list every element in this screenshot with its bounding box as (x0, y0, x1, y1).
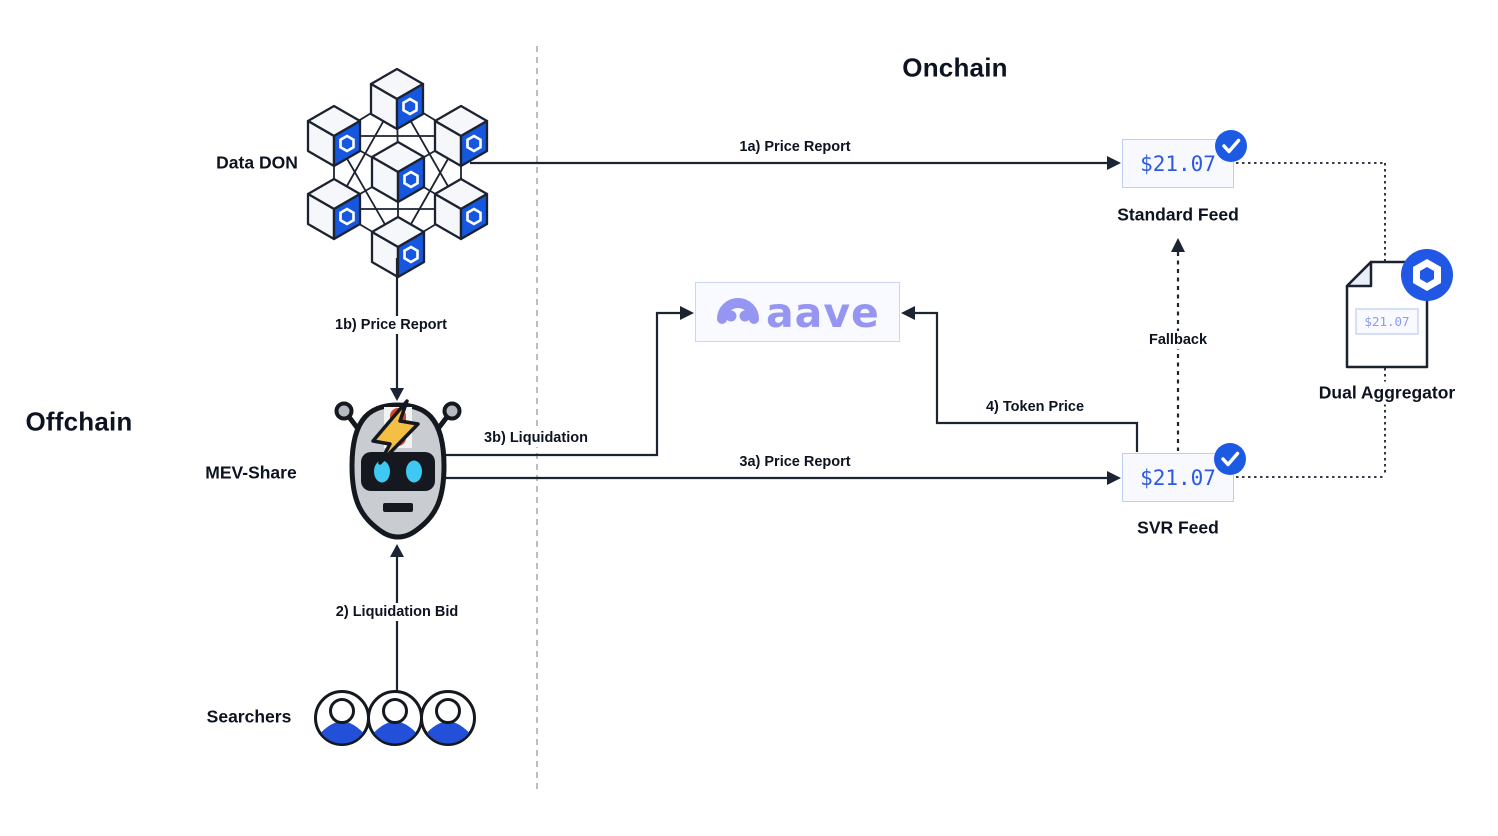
mev-share-label: MEV-Share (205, 462, 297, 483)
offchain-title: Offchain (25, 406, 133, 437)
arrowhead-icon (1107, 471, 1121, 485)
chainlink-badge-icon (1401, 249, 1453, 301)
searchers-label: Searchers (206, 706, 292, 727)
aave-logo: aave (717, 289, 880, 337)
folded-corner-icon (1345, 260, 1373, 288)
person-icon (367, 690, 423, 746)
arrow-3b-line (446, 311, 681, 457)
mev-share-robot-icon (334, 399, 462, 540)
chainlink-node-icon (433, 104, 489, 168)
chainlink-node-icon (369, 67, 425, 131)
chainlink-node-icon (306, 177, 362, 241)
chainlink-node-icon (433, 177, 489, 241)
person-icon (420, 690, 476, 746)
arrow-4-line (914, 311, 1139, 452)
arrowhead-icon (1171, 238, 1185, 252)
arrow-1b-label: 1b) Price Report (328, 316, 454, 334)
chainlink-node-icon (306, 104, 362, 168)
dual-aggregator-document-icon: $21.07 (1345, 249, 1453, 369)
arrowhead-icon (901, 306, 915, 320)
arrow-3a-label: 3a) Price Report (739, 454, 851, 470)
standard-feed-box: $21.07 (1122, 139, 1234, 188)
standard-feed-price: $21.07 (1140, 151, 1216, 176)
check-icon (1215, 130, 1247, 162)
arrow-1a-label: 1a) Price Report (739, 139, 851, 155)
arrowhead-icon (390, 388, 404, 401)
arrow-4-label: 4) Token Price (985, 399, 1085, 415)
arrow-3b-label: 3b) Liquidation (477, 429, 595, 447)
arrow-lines (395, 161, 1139, 691)
data-don-label: Data DON (216, 152, 298, 173)
arrowhead-icon (680, 306, 694, 320)
lightning-bolt-icon (371, 399, 420, 465)
person-icon (314, 690, 370, 746)
chainlink-hexagon-icon (1413, 259, 1441, 291)
check-icon (1214, 443, 1246, 475)
dual-aggregator-label: Dual Aggregator (1311, 381, 1463, 405)
svr-feed-price: $21.07 (1140, 465, 1216, 490)
aave-box: aave (695, 282, 900, 342)
aave-wordmark: aave (766, 289, 880, 337)
fallback-label: Fallback (1141, 331, 1215, 349)
searchers-icons (314, 690, 476, 746)
arrow-heads (390, 156, 1185, 557)
arrow-2-label: 2) Liquidation Bid (328, 603, 466, 621)
data-don-network-icon (306, 67, 489, 279)
aave-ghost-eye-icon (739, 310, 751, 322)
arrowhead-icon (390, 544, 404, 557)
svr-feed-label: SVR Feed (1137, 517, 1219, 538)
dual-aggregator-price: $21.07 (1364, 314, 1409, 329)
standard-feed-label: Standard Feed (1117, 204, 1239, 225)
aave-ghost-icon (717, 298, 759, 324)
onchain-title: Onchain (902, 52, 1008, 83)
arrowhead-icon (1107, 156, 1121, 170)
chainlink-node-icon (370, 140, 426, 204)
aave-ghost-eye-icon (725, 310, 737, 322)
